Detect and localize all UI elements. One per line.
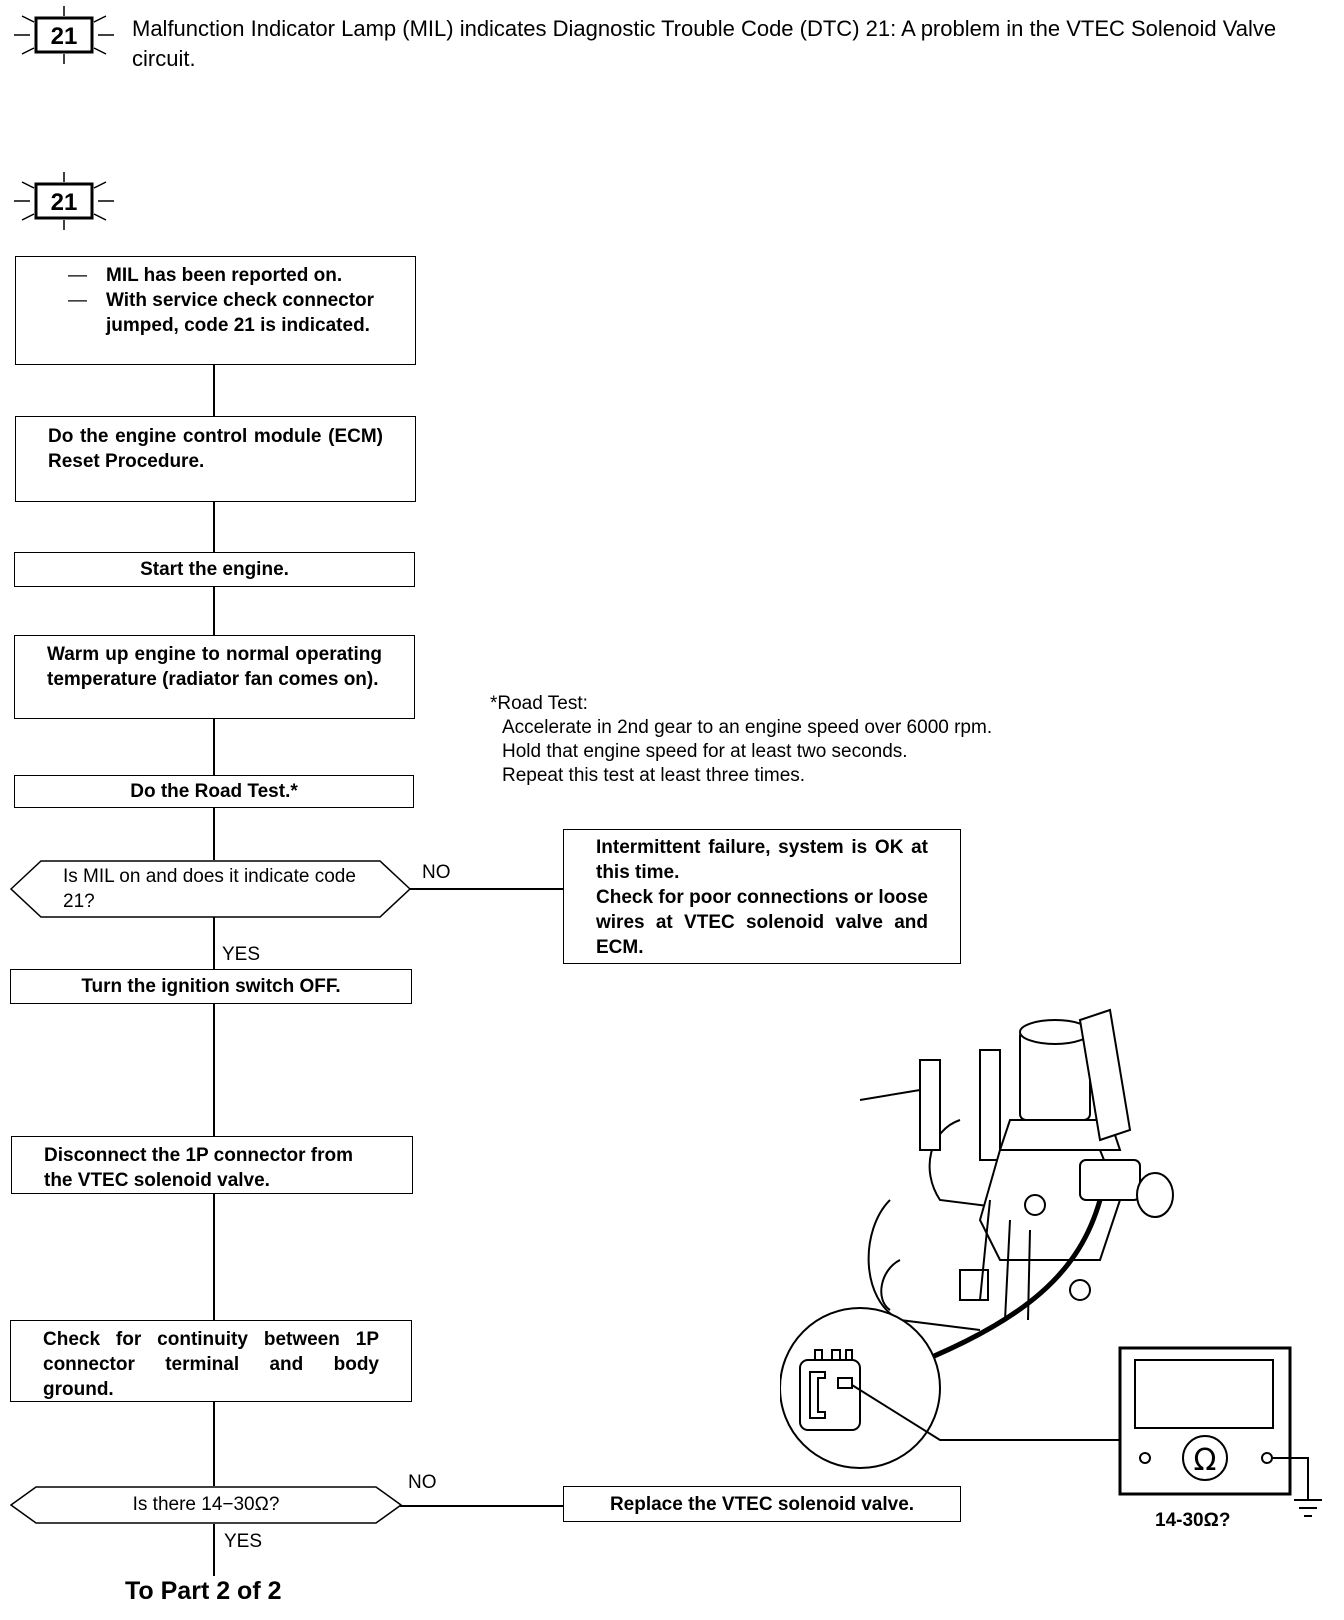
decision-ohm-diamond <box>10 1486 402 1524</box>
to-part-2: To Part 2 of 2 <box>125 1577 282 1605</box>
reported-line: MIL has been reported on. <box>68 263 393 288</box>
step-road-test: Do the Road Test.* <box>14 775 414 808</box>
road-test-text: Do the Road Test.* <box>130 781 298 802</box>
dtc-badge-flow: 21 <box>14 172 114 230</box>
decision-ohm-text: Is there 14−30Ω? <box>132 1494 280 1515</box>
step-reported: MIL has been reported on. With service c… <box>15 256 416 365</box>
step-continuity: Check for continuity between 1P connecto… <box>10 1320 412 1402</box>
step-ecm-reset: Do the engine control module (ECM) Reset… <box>15 416 416 502</box>
start-engine-text: Start the engine. <box>140 559 289 580</box>
disconnect-text: Disconnect the 1P connector from the VTE… <box>44 1145 353 1191</box>
connector-line <box>213 1402 215 1486</box>
svg-text:Ω: Ω <box>1194 1443 1217 1478</box>
replace-text: Replace the VTEC solenoid valve. <box>609 1493 915 1515</box>
dtc-badge-header: 21 <box>14 6 114 64</box>
ohm-reading-label: 14-30Ω? <box>1155 1510 1231 1531</box>
svg-text:21: 21 <box>51 189 78 216</box>
intermittent-line: Check for poor connections or loose wire… <box>596 887 928 958</box>
step-start-engine: Start the engine. <box>14 552 415 587</box>
continuity-text: Check for continuity between 1P connecto… <box>43 1329 379 1400</box>
yes-label: YES <box>224 1531 263 1552</box>
road-test-note: *Road Test: Accelerate in 2nd gear to an… <box>490 692 992 788</box>
dtc-description: Malfunction Indicator Lamp (MIL) indicat… <box>132 16 1277 71</box>
connector-line <box>213 1194 215 1320</box>
intermittent-line: Intermittent failure, system is OK at th… <box>596 837 928 883</box>
connector-line-no <box>400 1505 563 1507</box>
road-test-note-line: Repeat this test at least three times. <box>502 765 806 786</box>
decision-mil-diamond <box>10 860 412 918</box>
road-test-note-line: Hold that engine speed for at least two … <box>502 741 908 762</box>
connector-line <box>213 917 215 969</box>
road-test-note-title: *Road Test: <box>490 693 588 714</box>
road-test-note-line: Accelerate in 2nd gear to an engine spee… <box>502 717 993 738</box>
no-label: NO <box>422 862 451 883</box>
reported-line: With service check connector jumped, cod… <box>68 288 393 338</box>
connector-line <box>213 364 215 416</box>
connector-line <box>213 1004 215 1136</box>
step-replace: Replace the VTEC solenoid valve. <box>563 1486 961 1522</box>
step-ignition-off: Turn the ignition switch OFF. <box>10 969 412 1004</box>
connector-line-no <box>408 888 563 890</box>
warm-up-text: Warm up engine to normal operating tempe… <box>47 644 382 690</box>
connector-line <box>213 719 215 775</box>
step-disconnect: Disconnect the 1P connector from the VTE… <box>11 1136 413 1194</box>
step-intermittent: Intermittent failure, system is OK at th… <box>563 829 961 964</box>
yes-label: YES <box>222 944 261 965</box>
connector-line <box>213 502 215 552</box>
connector-line <box>213 1524 215 1576</box>
svg-text:21: 21 <box>51 23 78 50</box>
ecm-reset-text: Do the engine control module (ECM) Reset… <box>48 426 383 472</box>
step-warm-up: Warm up engine to normal operating tempe… <box>14 635 415 719</box>
decision-mil-text: Is MIL on and does it indicate code 21? <box>63 866 356 912</box>
ignition-off-text: Turn the ignition switch OFF. <box>81 976 341 997</box>
vtec-solenoid-illustration: Ω <box>780 1008 1322 1517</box>
connector-line <box>213 808 215 860</box>
no-label: NO <box>408 1472 437 1493</box>
connector-line <box>213 587 215 635</box>
